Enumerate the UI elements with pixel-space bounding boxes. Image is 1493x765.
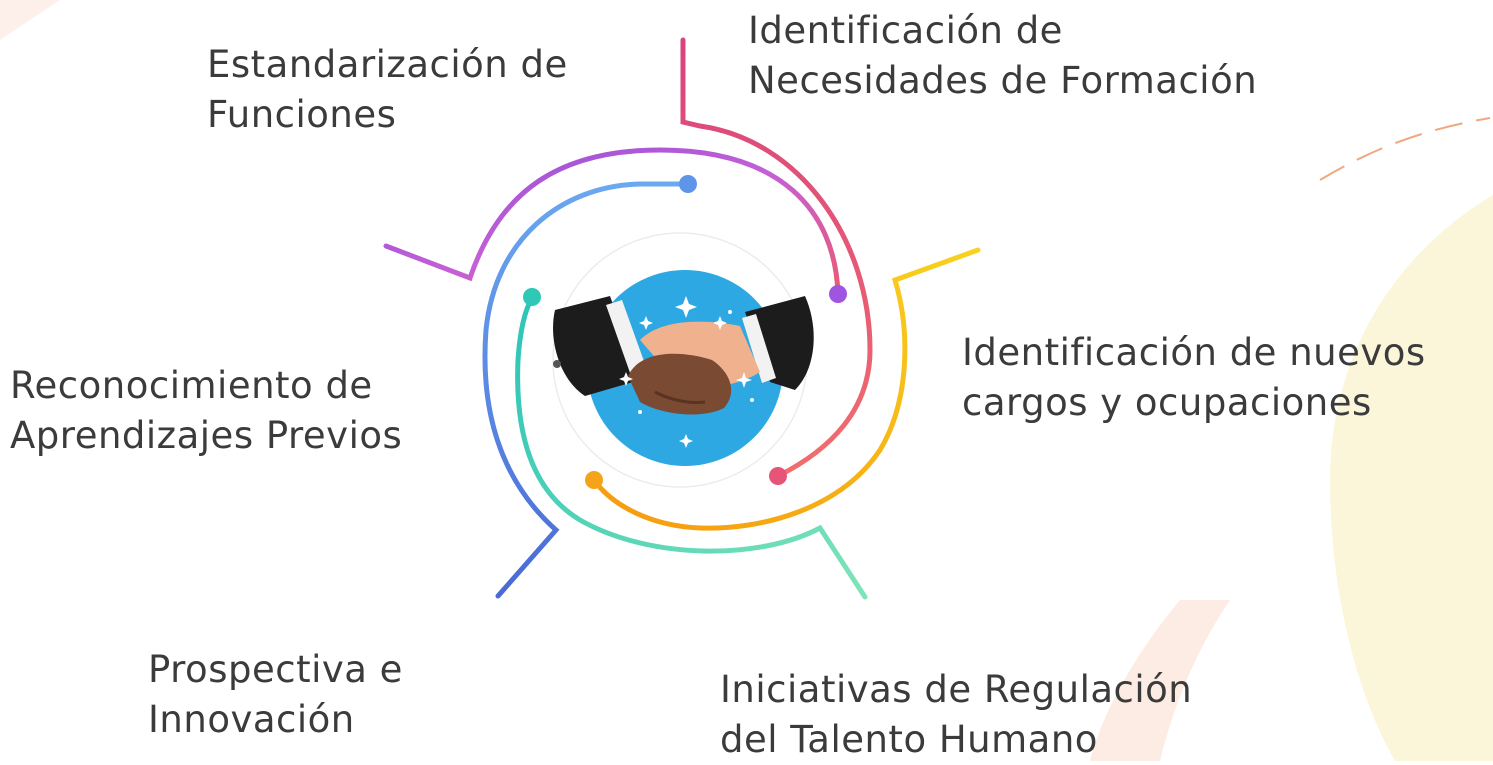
connector-teal [515,295,868,600]
connector-yellow [591,247,981,531]
connector-red [680,37,873,479]
connector-dot [829,285,847,303]
label-necesidades: Identificación de Necesidades de Formaci… [748,9,1258,102]
connector-dot [679,175,697,193]
connector-purple [383,147,841,297]
connector-dot [769,467,787,485]
label-estandarizacion: Estandarización de Funciones [207,43,568,136]
label-regulacion: Iniciativas de Regulación del Talento Hu… [720,668,1193,761]
connector-blue [482,181,691,599]
handshake-icon [553,270,814,466]
label-nuevos-cargos: Identificación de nuevos cargos y ocupac… [962,331,1426,424]
label-prospectiva: Prospectiva e Innovación [148,648,403,741]
label-reconocimiento: Reconocimiento de Aprendizajes Previos [10,364,403,457]
connector-dot [585,471,603,489]
connector-dot [523,288,541,306]
